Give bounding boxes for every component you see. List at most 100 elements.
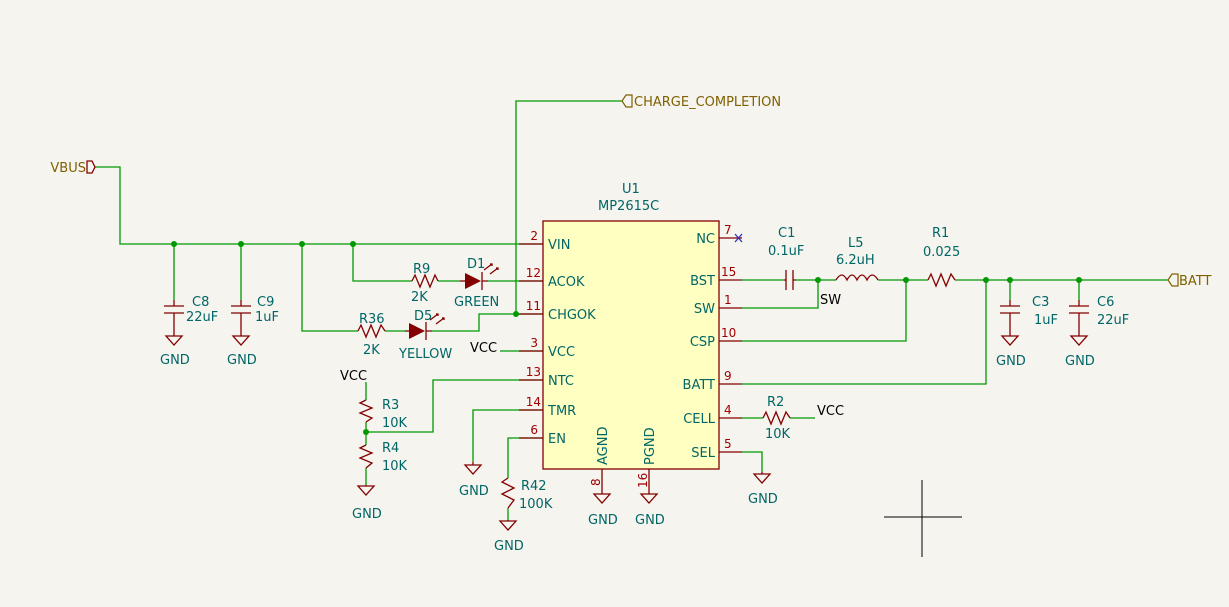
pin-vin-num: 2 xyxy=(530,229,538,243)
vbus-label-shape[interactable] xyxy=(86,160,96,174)
r9-value: 2K xyxy=(411,290,428,305)
r36-ref: R36 xyxy=(359,312,385,327)
batt-label-shape[interactable] xyxy=(1167,273,1179,287)
capacitor-c1[interactable] xyxy=(784,270,796,290)
gnd-label-c6: GND xyxy=(1065,354,1095,369)
pin-tmr-num: 14 xyxy=(526,395,541,409)
gnd-label-pgnd: GND xyxy=(635,513,665,528)
pin-csp-name: CSP xyxy=(690,335,715,350)
pin-sel-name: SEL xyxy=(691,446,715,461)
vcc-label-pin3: VCC xyxy=(470,341,497,356)
crosshair-cursor-icon xyxy=(884,480,962,557)
charge-completion-label-shape[interactable] xyxy=(621,94,633,108)
c8-ref: C8 xyxy=(192,295,209,310)
pin-en-num: 6 xyxy=(530,423,538,437)
r4-ref: R4 xyxy=(382,441,399,456)
gnd-label-agnd: GND xyxy=(588,513,618,528)
gnd-label-r42: GND xyxy=(494,539,524,554)
vcc-label-r2: VCC xyxy=(817,404,844,419)
r2-ref: R2 xyxy=(767,395,784,410)
u1-ref: U1 xyxy=(622,182,640,197)
r36-value: 2K xyxy=(363,343,380,358)
u1-value: MP2615C xyxy=(598,199,659,214)
pin-ntc-name: NTC xyxy=(548,374,574,389)
capacitor-c9[interactable] xyxy=(231,300,251,330)
gnd-label-sel: GND xyxy=(748,492,778,507)
resistor-r3[interactable] xyxy=(358,399,374,423)
pin-vin-name: VIN xyxy=(548,238,570,253)
gnd-label-c3: GND xyxy=(996,354,1026,369)
pin-sw-name: SW xyxy=(694,302,715,317)
led-d5[interactable] xyxy=(405,313,445,340)
c1-value: 0.1uF xyxy=(768,244,804,259)
pin-agnd-name: AGND xyxy=(596,427,611,465)
r3-value: 10K xyxy=(382,416,408,431)
pin-en-name: EN xyxy=(548,432,566,447)
r42-value: 100K xyxy=(519,497,553,512)
d5-ref: D5 xyxy=(414,309,432,324)
wires xyxy=(95,100,1168,520)
pin-nc-name: NC xyxy=(696,232,715,247)
pin-bst-num: 15 xyxy=(721,265,736,279)
l5-value: 6.2uH xyxy=(836,253,875,268)
gnd-label-tmr: GND xyxy=(459,484,489,499)
gnd-label-c8: GND xyxy=(160,353,190,368)
r3-ref: R3 xyxy=(382,398,399,413)
pin-tmr-name: TMR xyxy=(547,404,576,419)
pin-acok-num: 12 xyxy=(526,266,541,280)
resistor-r1[interactable] xyxy=(927,272,956,288)
resistor-r2[interactable] xyxy=(762,410,791,426)
junctions xyxy=(171,241,1082,435)
resistor-r9[interactable] xyxy=(411,273,439,289)
r2-value: 10K xyxy=(765,427,791,442)
r42-ref: R42 xyxy=(521,479,547,494)
r9-ref: R9 xyxy=(413,262,430,277)
d1-value: GREEN xyxy=(454,295,499,310)
gnd-label-c9: GND xyxy=(227,353,257,368)
u1-chip[interactable] xyxy=(519,220,742,493)
pin-cell-num: 4 xyxy=(724,403,732,417)
pin-agnd-num: 8 xyxy=(589,478,603,486)
pin-ntc-num: 13 xyxy=(526,365,541,379)
pin-pgnd-num: 16 xyxy=(636,473,650,488)
inductor-l5[interactable] xyxy=(835,274,879,282)
no-connect-icon xyxy=(734,233,743,243)
sw-net-label: SW xyxy=(820,293,841,308)
pin-batt-num: 9 xyxy=(724,369,732,383)
r4-value: 10K xyxy=(382,459,408,474)
c9-value: 1uF xyxy=(255,310,279,325)
l5-ref: L5 xyxy=(848,236,864,251)
c8-value: 22uF xyxy=(186,310,218,325)
gnd-symbols xyxy=(164,330,1089,531)
batt-label: BATT xyxy=(1179,274,1212,289)
pin-sw-num: 1 xyxy=(724,293,732,307)
vbus-label: VBUS xyxy=(50,161,86,176)
capacitor-c6[interactable] xyxy=(1069,300,1089,330)
pin-vcc-num: 3 xyxy=(530,336,538,350)
c9-ref: C9 xyxy=(257,295,274,310)
capacitor-c3[interactable] xyxy=(1000,300,1020,330)
pin-chgok-name: CHGOK xyxy=(548,308,596,323)
d1-ref: D1 xyxy=(467,257,485,272)
led-d1[interactable] xyxy=(460,263,499,290)
pin-acok-name: ACOK xyxy=(548,275,585,290)
r1-ref: R1 xyxy=(932,226,949,241)
pin-chgok-num: 11 xyxy=(526,299,541,313)
resistor-r4[interactable] xyxy=(358,444,374,469)
c1-ref: C1 xyxy=(778,226,795,241)
pin-batt-name: BATT xyxy=(683,378,716,393)
c3-ref: C3 xyxy=(1032,295,1049,310)
pin-nc-num: 7 xyxy=(724,223,732,237)
charge-completion-label: CHARGE_COMPLETION xyxy=(634,95,781,110)
c6-value: 22uF xyxy=(1097,313,1129,328)
resistor-r36[interactable] xyxy=(357,323,386,339)
pin-sel-num: 5 xyxy=(724,437,732,451)
r1-value: 0.025 xyxy=(923,245,960,260)
c3-value: 1uF xyxy=(1034,313,1058,328)
pin-vcc-name: VCC xyxy=(548,345,575,360)
pin-csp-num: 10 xyxy=(721,326,736,340)
c6-ref: C6 xyxy=(1097,295,1114,310)
resistor-r42[interactable] xyxy=(500,477,516,509)
capacitor-c8[interactable] xyxy=(164,300,184,330)
